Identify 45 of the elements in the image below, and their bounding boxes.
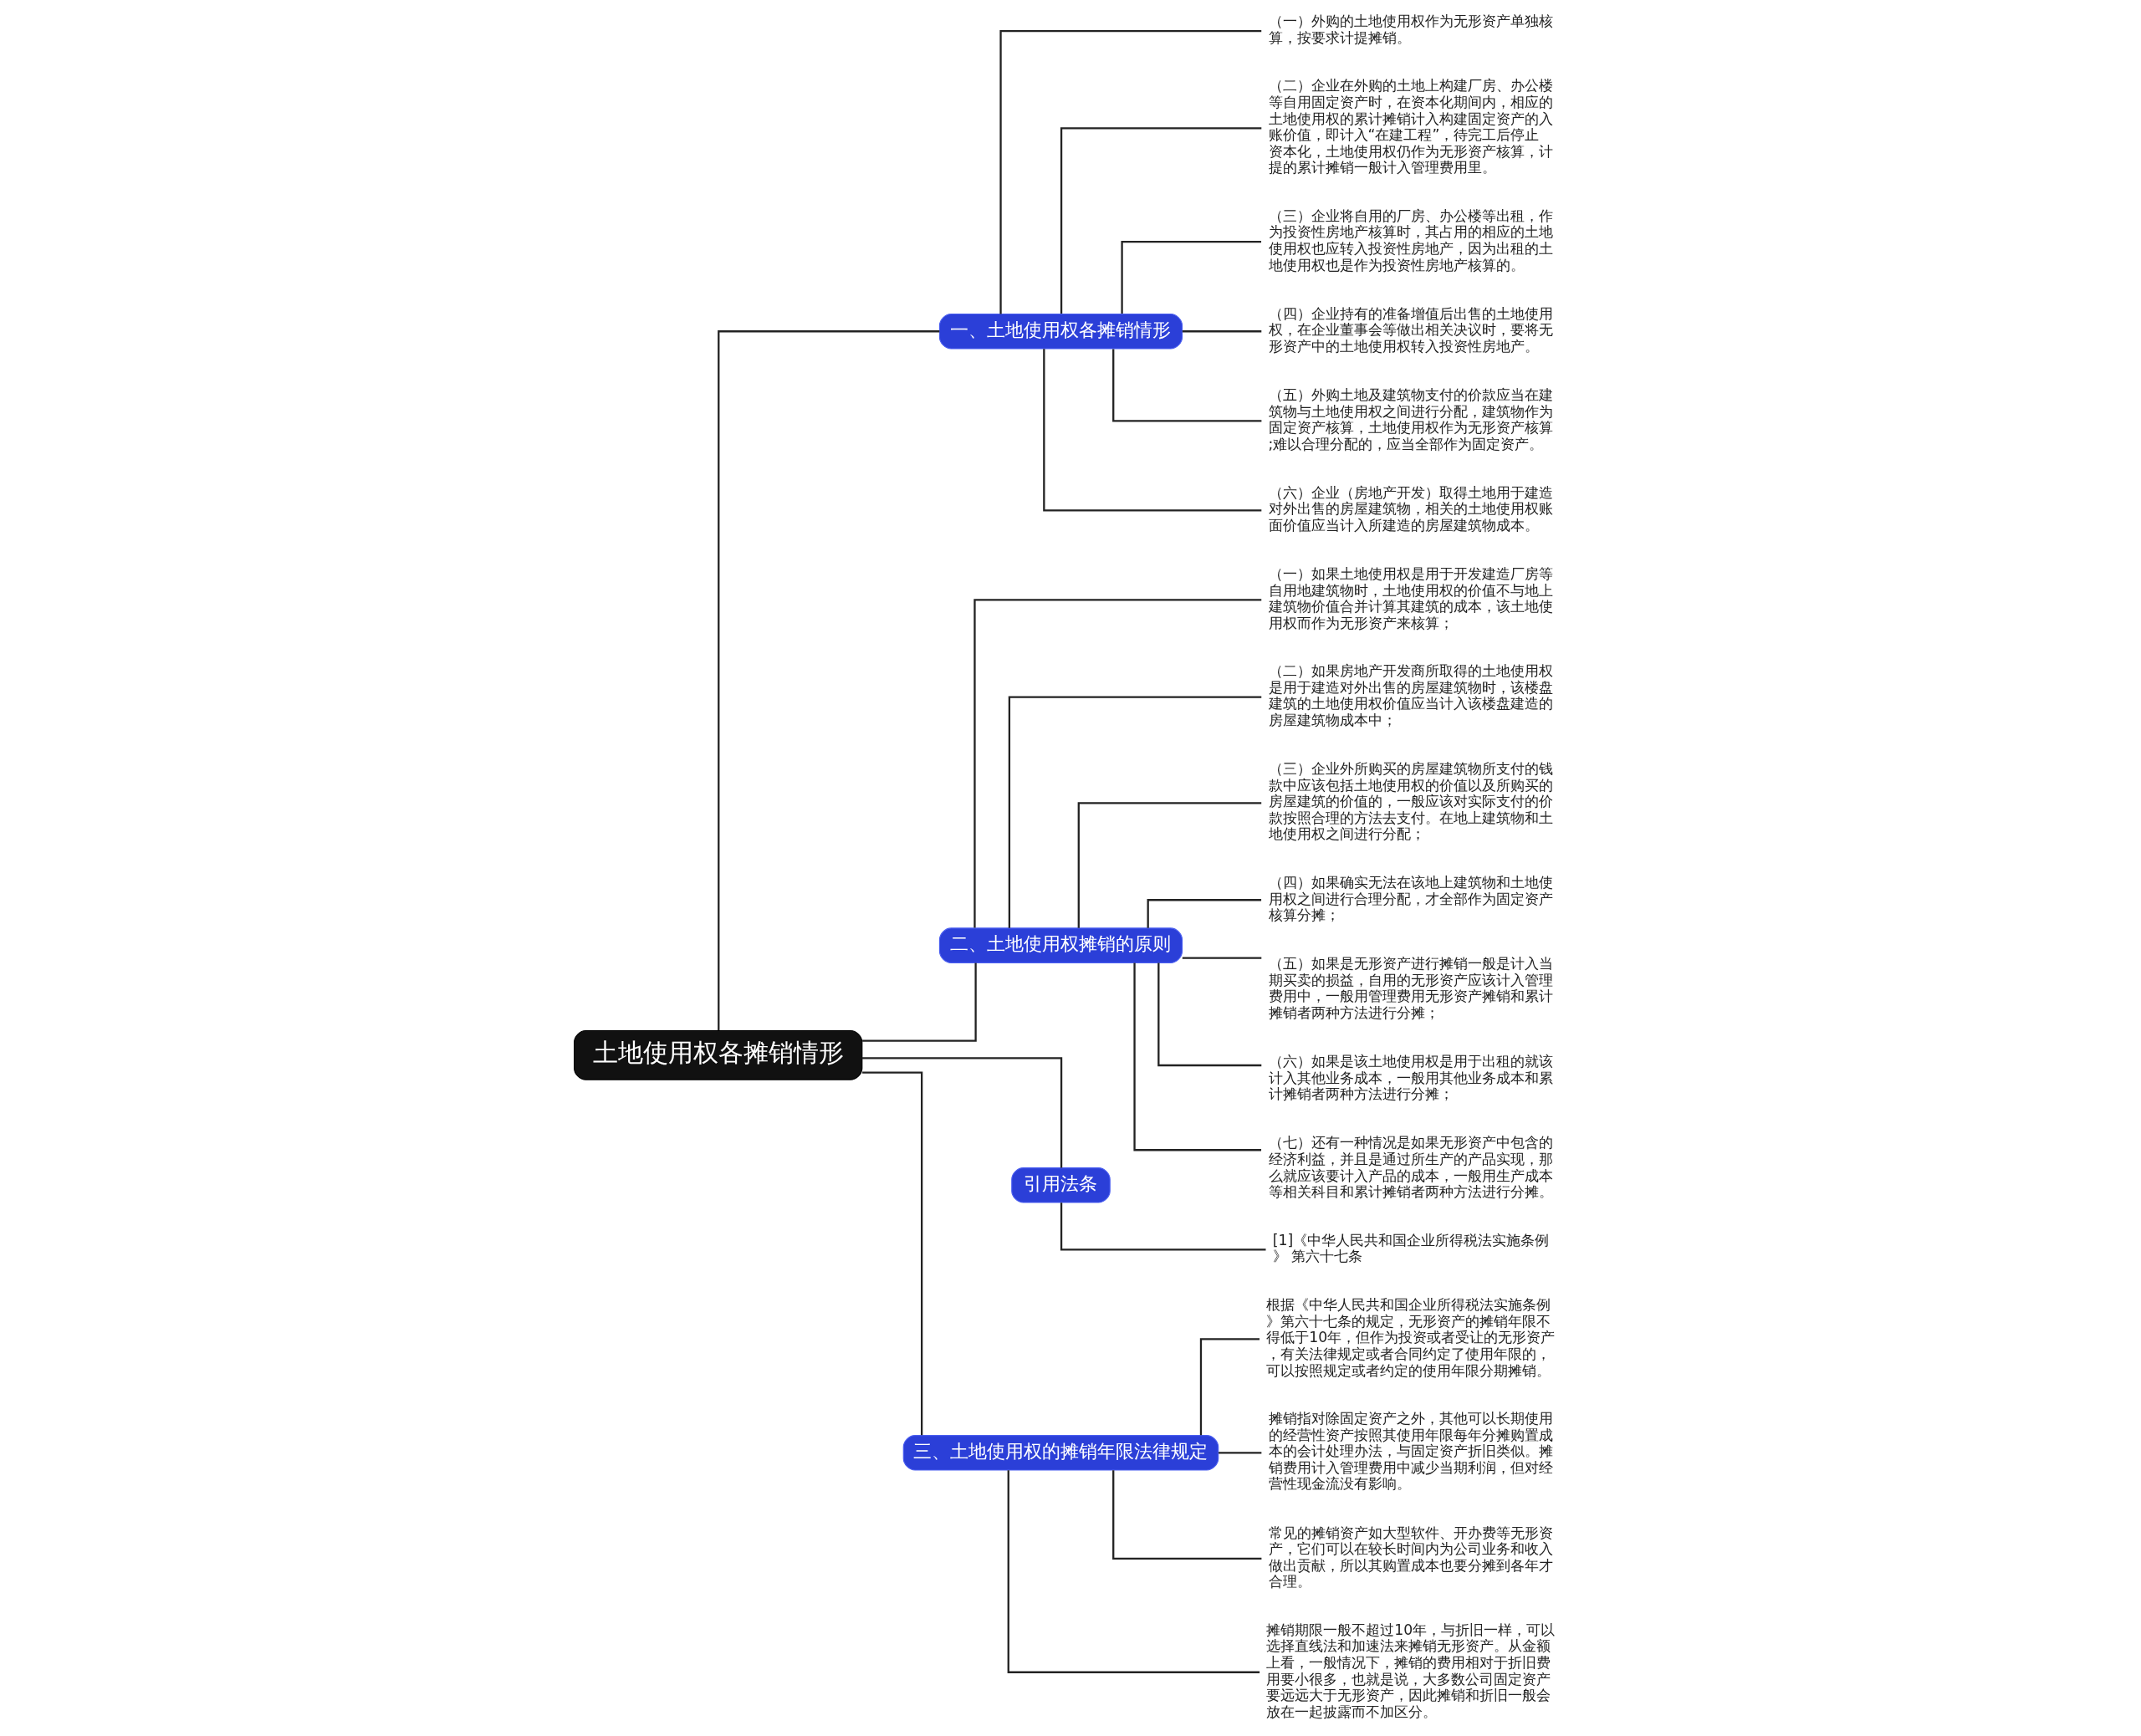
node-text: （二）如果房地产开发商所取得的土地使用权是用于建造对外出售的房屋建筑物时，该楼盘建筑的土地使用权价值应当计入该楼盘建造的房屋建筑物成本中； <box>1268 662 1553 729</box>
connector <box>862 1071 923 1436</box>
node-box: 二、土地使用权摊销的原则 <box>938 927 1183 963</box>
connector <box>718 330 940 1031</box>
node-box: 土地使用权各摊销情形 <box>574 1029 863 1080</box>
node-box: 一、土地使用权各摊销情形 <box>938 313 1183 350</box>
connector <box>1060 127 1262 314</box>
node-text: （四）企业持有的准备增值后出售的土地使用权，在企业董事会等做出相关决议时，要将无形资产中的土地使用权转入投资性房地产。 <box>1268 304 1553 355</box>
connector <box>1008 696 1262 928</box>
connector <box>1007 1470 1260 1673</box>
node-text: 摊销指对除固定资产之外，其他可以长期使用的经营性资产按照其使用年限每年分摊购置成本的会计处理办法，与固定资产折旧类似。摊销费用计入管理费用中减少当期利润，但对经营性现金流没有影响。 <box>1268 1410 1553 1493</box>
connector <box>1218 1452 1262 1454</box>
connector <box>1147 899 1262 928</box>
node-text: （五）如果是无形资产进行摊销一般是计入当期买卖的损益，自用的无形资产应该计入管理费用中，一般用管理费用无形资产摊销和累计摊销者两种方法进行分摊； <box>1268 955 1553 1021</box>
connector <box>1182 330 1262 333</box>
connector <box>1182 957 1262 959</box>
node-box: 引用法条 <box>1011 1167 1111 1203</box>
connector <box>1043 349 1262 512</box>
node-text: 摊销期限一般不超过10年，与折旧一样，可以选择直线法和加速法来摊销无形资产。从金额上看，一般情况下，摊销的费用相对于折旧费用要小很多，也就是说，大多数公司固定资产要远远大于无形资产，因此摊销和折旧一般会放在一起披露而不加区分。 <box>1266 1621 1556 1720</box>
node-text: （一）外购的土地使用权作为无形资产单独核算，按要求计提摊销。 <box>1268 13 1553 46</box>
connector <box>1077 802 1262 928</box>
node-text: （七）还有一种情况是如果无形资产中包含的经济利益，并且是通过所生产的产品实现，那么就应该要计入产品的成本，一般用生产成本等相关科目和累计摊销者两种方法进行分摊。 <box>1268 1134 1553 1201</box>
connector <box>1199 1338 1260 1436</box>
node-text: （六）企业（房地产开发）取得土地用于建造对外出售的房屋建筑物，相关的土地使用权账面价值应当计入所建造的房屋建筑物成本。 <box>1268 483 1553 534</box>
connector <box>862 962 977 1042</box>
connector <box>999 29 1262 314</box>
node-text: （一）如果土地使用权是用于开发建造厂房等自用地建筑物时，土地使用权的价值不与地上建筑物价值合并计算其建筑的成本，该土地使用权而作为无形资产来核算； <box>1268 565 1553 631</box>
connector <box>1157 962 1262 1067</box>
node-text: （四）如果确实无法在该地上建筑物和土地使用权之间进行合理分配，才全部作为固定资产核算分摊； <box>1268 874 1553 924</box>
node-text: [1]《中华人民共和国企业所得税法实施条例》 第六十七条 <box>1272 1231 1550 1265</box>
node-text: （二）企业在外购的土地上构建厂房、办公楼等自用固定资产时，在资本化期间内，相应的土地使用权的累计摊销计入构建固定资产的入账价值，即计入“在建工程”，待完工后停止资本化，土地使用权仍作为无形资产核算，计提的累计摊销一般计入管理费用里。 <box>1268 77 1553 176</box>
node-text: （六）如果是该土地使用权是用于出租的就该计入其他业务成本，一般用其他业务成本和累计摊销者两种方法进行分摊； <box>1268 1053 1553 1103</box>
node-box: 三、土地使用权的摊销年限法律规定 <box>902 1435 1219 1471</box>
connector <box>1112 1470 1262 1560</box>
node-text: （五）外购土地及建筑物支付的价款应当在建筑物与土地使用权之间进行分配，建筑物作为固定资产核算，土地使用权作为无形资产核算;难以合理分配的，应当全部作为固定资产。 <box>1268 385 1553 452</box>
connector <box>1121 241 1262 314</box>
connector <box>861 1057 1063 1168</box>
connector <box>1112 349 1262 422</box>
node-text: （三）企业外所购买的房屋建筑物所支付的钱款中应该包括土地使用权的价值以及所购买的房屋建筑的价值的，一般应该对实际支付的价款按照合理的方法去支付。在地上建筑物和土地使用权之间进行分配； <box>1268 760 1553 843</box>
connector <box>1060 1202 1266 1251</box>
node-text: 常见的摊销资产如大型软件、开办费等无形资产，它们可以在较长时间内为公司业务和收入做出贡献，所以其购置成本也要分摊到各年才合理。 <box>1268 1524 1553 1590</box>
node-text: （三）企业将自用的厂房、办公楼等出租，作为投资性房地产核算时，其占用的相应的土地使用权也应转入投资性房地产，因为出租的土地使用权也是作为投资性房地产核算的。 <box>1268 207 1553 273</box>
connector <box>1133 962 1262 1151</box>
connector <box>973 599 1262 928</box>
node-text: 根据《中华人民共和国企业所得税法实施条例》第六十七条的规定，无形资产的摊销年限不得低于10年，但作为投资或者受让的无形资产，有关法律规定或者合同约定了使用年限的，可以按照规定或者约定的使用年限分期摊销。 <box>1266 1296 1556 1379</box>
